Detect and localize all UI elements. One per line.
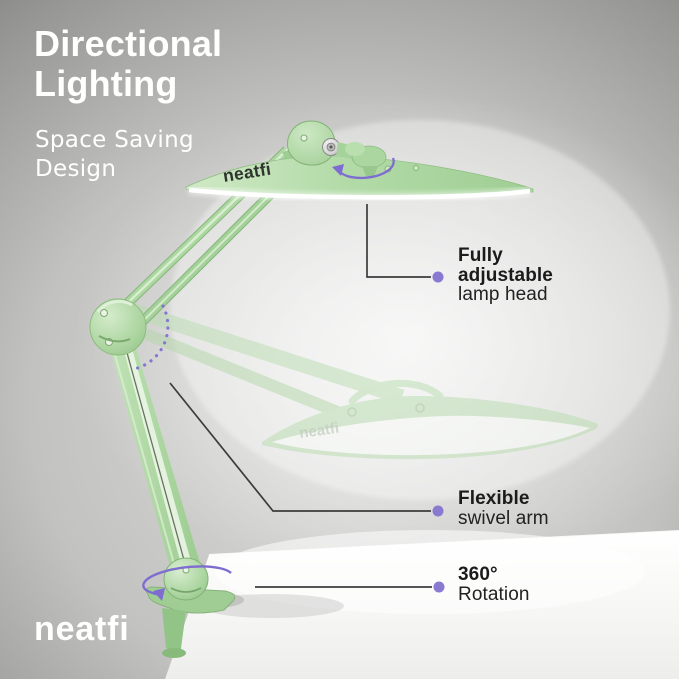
callout-lamp-head-bold-2: adjustable	[458, 264, 553, 286]
head-hinge-bracket	[286, 120, 336, 166]
head-rotation-arrow-icon	[337, 157, 395, 180]
base-rotation-arrow-icon	[142, 565, 232, 597]
callout-lamp-head-bold-1: Fully	[458, 245, 503, 266]
desk	[165, 530, 679, 679]
callout-rotation-bold: 360°	[458, 564, 498, 585]
desk-light-pool	[215, 530, 645, 614]
lamp-lower-arm	[107, 331, 201, 577]
callout-rotation-normal: Rotation	[458, 583, 530, 605]
callout-rotation: 360° Rotation	[458, 565, 530, 604]
callout-dot-lamp-head	[432, 271, 444, 283]
elbow-rotation-arc-icon	[132, 304, 170, 371]
page-title: Directional Lighting	[34, 24, 222, 104]
lamp-ghost-position: neatfi	[129, 302, 598, 460]
brand-logo: neatfi	[34, 610, 130, 648]
callout-dot-swivel-arm	[432, 505, 444, 517]
power-cable	[125, 348, 185, 561]
callout-lamp-head: Fully adjustable lamp head	[458, 246, 553, 305]
callout-swivel-arm: Flexible swivel arm	[458, 489, 549, 528]
title-line-1: Directional	[34, 23, 223, 64]
callout-line-lamp-head	[366, 204, 431, 278]
callout-connectors	[169, 204, 445, 593]
callout-swivel-arm-bold: Flexible	[458, 488, 530, 509]
desk-shadow	[200, 594, 344, 618]
page-subtitle: Space Saving Design	[35, 126, 194, 184]
subtitle-line-1: Space Saving	[35, 127, 194, 153]
callout-dot-rotation	[433, 581, 445, 593]
callout-swivel-arm-normal: swivel arm	[458, 507, 549, 529]
ghost-head-brand-label: neatfi	[298, 420, 340, 442]
motion-indicators	[132, 157, 395, 601]
light-glow	[170, 120, 670, 500]
title-line-2: Lighting	[34, 63, 178, 104]
callout-lamp-head-normal: lamp head	[458, 284, 548, 305]
callout-line-swivel-arm	[169, 382, 431, 512]
subtitle-line-2: Design	[35, 156, 117, 182]
lamp-elbow-joint	[89, 298, 147, 356]
